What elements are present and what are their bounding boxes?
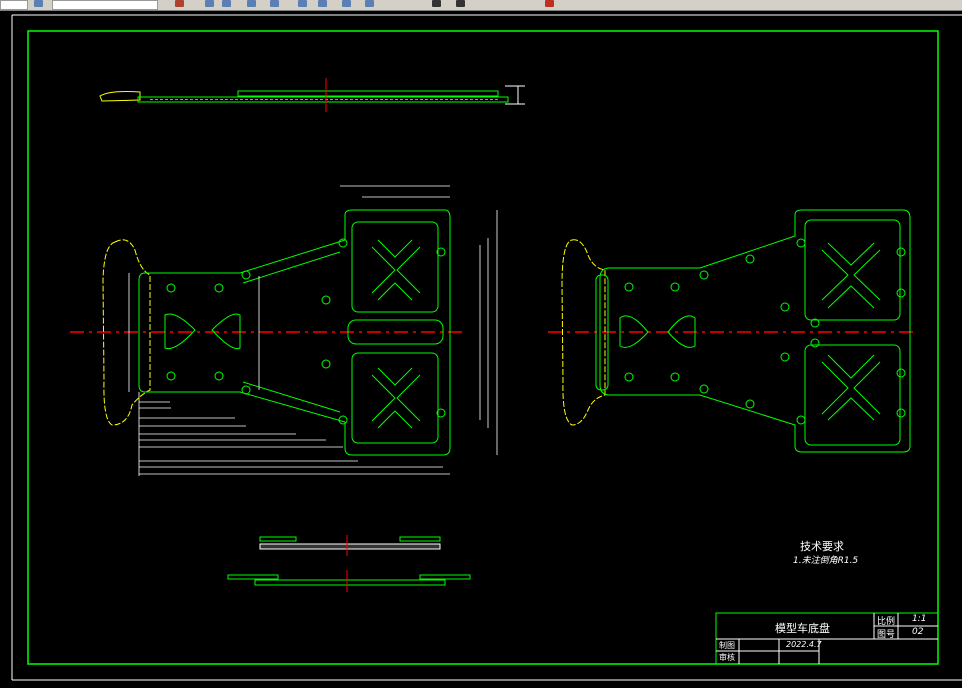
stretch-icon[interactable] — [365, 0, 374, 7]
scale-value: 1:1 — [912, 614, 927, 624]
join-icon[interactable] — [456, 0, 465, 7]
tech-requirement-item: 1.未注倒角R1.5 — [793, 556, 859, 566]
section-view-b — [259, 535, 441, 556]
plan-view-dimensioned — [102, 185, 498, 476]
section-view-c — [227, 570, 471, 592]
checked-by-label: 审核 — [719, 653, 735, 662]
match-properties-icon[interactable] — [175, 0, 184, 7]
array-icon[interactable] — [270, 0, 279, 7]
section-view-top — [99, 78, 525, 112]
copy-icon[interactable] — [247, 0, 256, 7]
part-name: 模型车底盘 — [775, 622, 830, 635]
rotate-icon[interactable] — [318, 0, 327, 7]
drawing-no-value: 02 — [912, 627, 924, 637]
layer-dropdown[interactable] — [0, 0, 28, 10]
break-icon[interactable] — [432, 0, 441, 7]
toolbar — [0, 0, 962, 11]
title-block — [715, 612, 939, 665]
explode-icon[interactable] — [545, 0, 554, 7]
drawing-no-label: 图号 — [877, 630, 896, 640]
drawn-date: 2022.4.7 — [786, 640, 822, 649]
scale-icon[interactable] — [342, 0, 351, 7]
plan-view-clean — [561, 209, 911, 453]
pan-icon[interactable] — [205, 0, 214, 7]
layer-icon[interactable] — [34, 0, 43, 7]
layer-name-field[interactable] — [52, 0, 158, 10]
drawn-by-label: 制图 — [719, 641, 735, 650]
drawing-frame — [27, 30, 939, 665]
zoom-icon[interactable] — [298, 0, 307, 7]
move-icon[interactable] — [222, 0, 231, 7]
scale-label: 比例 — [877, 617, 896, 627]
tech-requirements-heading: 技术要求 — [800, 540, 844, 553]
